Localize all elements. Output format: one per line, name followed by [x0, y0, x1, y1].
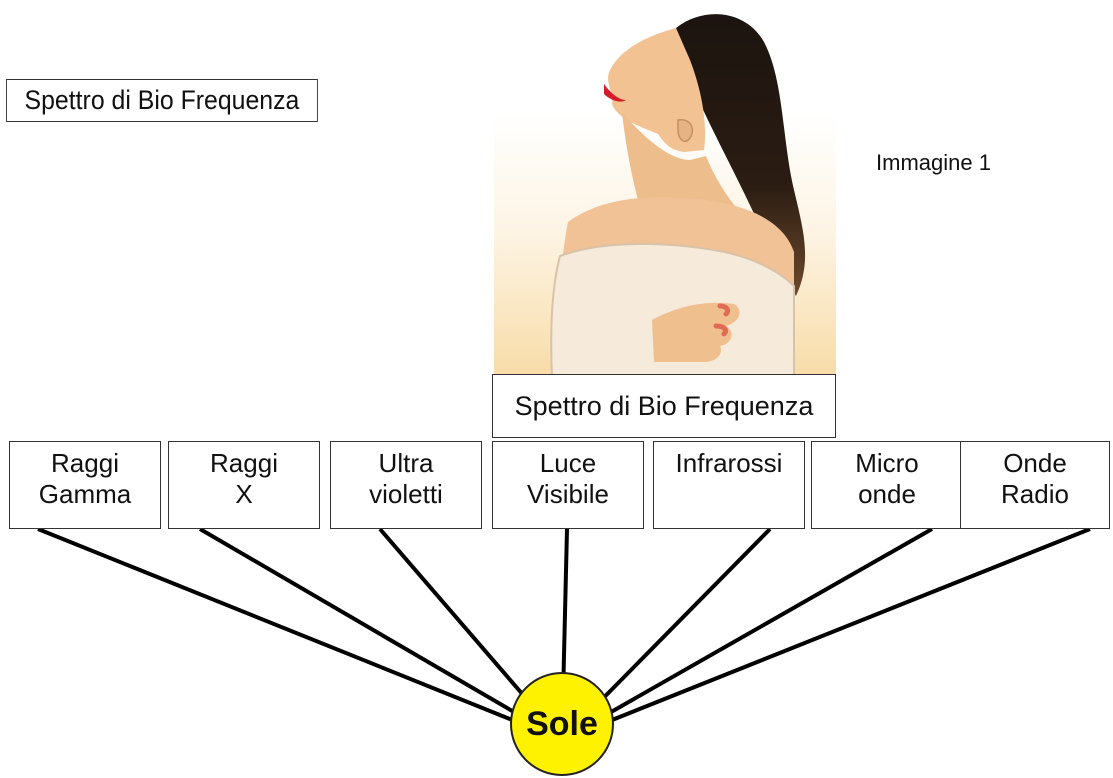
category-label-line2: violetti — [369, 479, 443, 509]
diagram-title: Spettro di Bio Frequenza — [6, 79, 318, 122]
category-box-ultraviolet: Ultra violetti — [330, 441, 482, 529]
connector-line-radio — [561, 527, 1091, 742]
category-box-gamma-rays: Raggi Gamma — [9, 441, 161, 529]
category-box-x-rays: Raggi X — [168, 441, 320, 529]
category-label-line2: Gamma — [38, 479, 132, 509]
image-label: Immagine 1 — [876, 150, 991, 175]
connector-line-microwave — [561, 527, 933, 742]
category-label-line2: Visibile — [527, 479, 609, 509]
category-label-line2: X — [235, 479, 253, 509]
category-label-line1: Ultra — [378, 448, 434, 478]
connector-line-gamma — [37, 527, 563, 742]
sun-label: Sole — [526, 704, 598, 743]
woman-illustration — [494, 14, 836, 376]
illustration-caption: Spettro di Bio Frequenza — [492, 374, 836, 438]
category-label-line1: Raggi — [51, 448, 119, 478]
category-label-line1: Onde — [1003, 448, 1067, 478]
category-label-line1: Raggi — [210, 448, 278, 478]
category-label-line2: onde — [858, 479, 916, 509]
connector-line-x — [198, 527, 564, 742]
category-box-visible-light: Luce Visibile — [492, 441, 644, 529]
category-label-line1: Infrarossi — [675, 448, 783, 478]
category-label-line1: Micro — [855, 448, 919, 478]
sun-node: Sole — [510, 672, 614, 776]
category-box-infrared: Infrarossi — [653, 441, 805, 529]
category-label-line2: Radio — [1001, 479, 1069, 509]
category-box-radio-waves: Onde Radio — [960, 441, 1110, 529]
category-box-microwaves: Micro onde — [811, 441, 963, 529]
category-label-line1: Luce — [539, 448, 597, 478]
